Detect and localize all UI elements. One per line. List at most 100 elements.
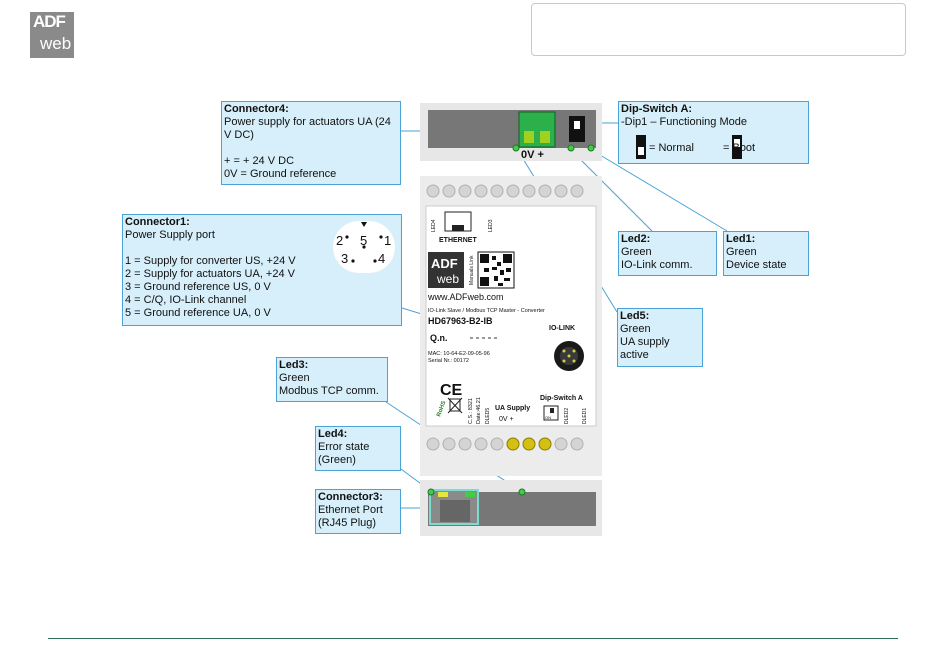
dled2-label: DLED2: [564, 408, 570, 424]
iolink-pins: [562, 349, 576, 363]
rj45-socket: [440, 500, 470, 522]
connector1-title: Connector1:: [125, 216, 190, 228]
pinout-svg: [345, 222, 383, 263]
pinout-key: [361, 222, 367, 227]
callout-dipswitch: Dip-Switch A: -Dip1 – Functioning Mode =…: [618, 101, 809, 164]
connector1-line-7: 5 = Ground reference UA, 0 V: [125, 307, 271, 319]
rohs-mark: RoHS: [436, 400, 447, 417]
dip-on-label: ON: [545, 415, 551, 420]
connector3-line-1: Ethernet Port: [318, 504, 383, 516]
connector1-line-3: 1 = Supply for converter US, +24 V: [125, 255, 296, 267]
device-label: [425, 205, 597, 427]
pin-1-label: 1: [384, 233, 392, 248]
led4-line-2: (Green): [318, 454, 356, 466]
pin-5-label: 5: [360, 233, 368, 248]
qn-label: Q.n.: [430, 333, 448, 343]
ethernet-port-icon-notch: [452, 225, 464, 231]
connector4-title: Connector4:: [224, 103, 289, 115]
pin-3-label: 3: [341, 251, 349, 266]
connector1-line-1: Power Supply port: [125, 229, 215, 241]
connector4-line-5: 0V = Ground reference: [224, 168, 337, 180]
line-led1: [589, 148, 728, 232]
model-number: HD67963-B2-IB: [428, 316, 493, 326]
device-logo-adf: ADF: [431, 256, 458, 271]
cs-code: C.S.: 8321: [468, 398, 474, 424]
rj45-led-yellow: [438, 492, 448, 497]
pin-2-dot: [345, 235, 349, 239]
led1-line-1: Green: [726, 246, 757, 258]
header-box: [531, 3, 906, 56]
pin-4-dot: [373, 259, 377, 263]
led5-title: Led5:: [620, 310, 650, 322]
dled1-label: DLED1: [582, 408, 588, 424]
dip-boot-lever: [734, 139, 740, 147]
footer-line: [48, 638, 898, 639]
led2-line-1: Green: [621, 246, 652, 258]
callout-connector1: Connector1: Power Supply port 1 = Supply…: [122, 214, 402, 326]
pin-1-dot: [379, 235, 383, 239]
dip-boot-label: = Boot: [723, 142, 756, 154]
ua-supply-text: UA Supply: [495, 405, 530, 412]
led1-dot: [587, 144, 595, 152]
pinout-diagram: 2 1 5 3 4: [333, 221, 395, 273]
pin-2-label: 2: [336, 233, 344, 248]
device-description: IO-Link Slave / Modbus TCP Master - Conv…: [428, 308, 545, 314]
label-led3: LED3: [488, 219, 494, 232]
weee-bin-icon: [449, 398, 461, 412]
connector1-line-4: 2 = Supply for actuators UA, +24 V: [125, 268, 295, 280]
ua-terminal-pin-0v: [524, 131, 534, 143]
dip-normal-icon: [636, 135, 646, 159]
dipswitch-line-1: -Dip1 – Functioning Mode: [621, 116, 747, 128]
led2-line-2: IO-Link comm.: [621, 259, 693, 271]
led4-dot: [427, 488, 435, 496]
led5-line-1: Green: [620, 323, 651, 335]
dled5-label: DLED5: [485, 408, 491, 424]
dip-boot-icon: [732, 135, 742, 159]
dip-normal-label: = Normal: [649, 142, 694, 154]
connector3-line-2: (RJ45 Plug): [318, 517, 377, 529]
ua-terminal-label: 0V +: [521, 149, 544, 161]
led3-dot: [518, 488, 526, 496]
mac-address: MAC: 10-64-E2-09-05-96: [428, 351, 490, 357]
pin-4-label: 4: [378, 251, 386, 266]
pin-3-dot: [351, 259, 355, 263]
led4-line-1: Error state: [318, 441, 370, 453]
ce-mark: CE: [440, 382, 463, 399]
led2-title: Led2:: [621, 233, 651, 245]
serial-number: Serial Nr.: 00172: [428, 358, 469, 364]
manuals-link-text: Manuals Link: [469, 255, 475, 285]
callout-led2: Led2: Green IO-Link comm.: [618, 231, 717, 276]
line-led2: [569, 148, 653, 232]
dip-switch-device-label: Dip-Switch A: [540, 395, 583, 402]
dip-switch-device-lever: [550, 408, 554, 413]
led4-title: Led4:: [318, 428, 348, 440]
brand-url: www.ADFweb.com: [427, 292, 504, 302]
connector4-line-3: [224, 142, 398, 155]
dip-normal-lever: [638, 147, 644, 155]
qr-code: [477, 251, 515, 289]
led3-title: Led3:: [279, 359, 309, 371]
led5-dot: [512, 144, 520, 152]
label-led4: LED4: [431, 219, 437, 232]
dip-switch-lever: [574, 121, 580, 129]
led3-line-1: Green: [279, 372, 310, 384]
ethernet-text: ETHERNET: [439, 237, 477, 244]
dipswitch-title: Dip-Switch A:: [621, 103, 693, 115]
led1-line-2: Device state: [726, 259, 787, 271]
callout-led5: Led5: Green UA supply active: [617, 308, 703, 367]
logo-line2: web: [40, 34, 72, 53]
ua-terminal-pin-plus: [540, 131, 550, 143]
callout-led3: Led3: Green Modbus TCP comm.: [276, 357, 388, 402]
connector1-line-6: 4 = C/Q, IO-Link channel: [125, 294, 247, 306]
device-logo: [428, 252, 464, 288]
ua-supply-pins: 0V +: [499, 416, 514, 423]
pin-5-dot: [362, 245, 366, 249]
top-vents: [426, 184, 584, 198]
callout-connector3: Connector3: Ethernet Port (RJ45 Plug): [315, 489, 401, 534]
callout-led4: Led4: Error state (Green): [315, 426, 401, 471]
callout-connector4: Connector4: Power supply for actuators U…: [221, 101, 401, 185]
logo-line1: ADF: [33, 12, 66, 31]
connector3-title: Connector3:: [318, 491, 383, 503]
connector4-line-2: V DC): [224, 129, 254, 141]
